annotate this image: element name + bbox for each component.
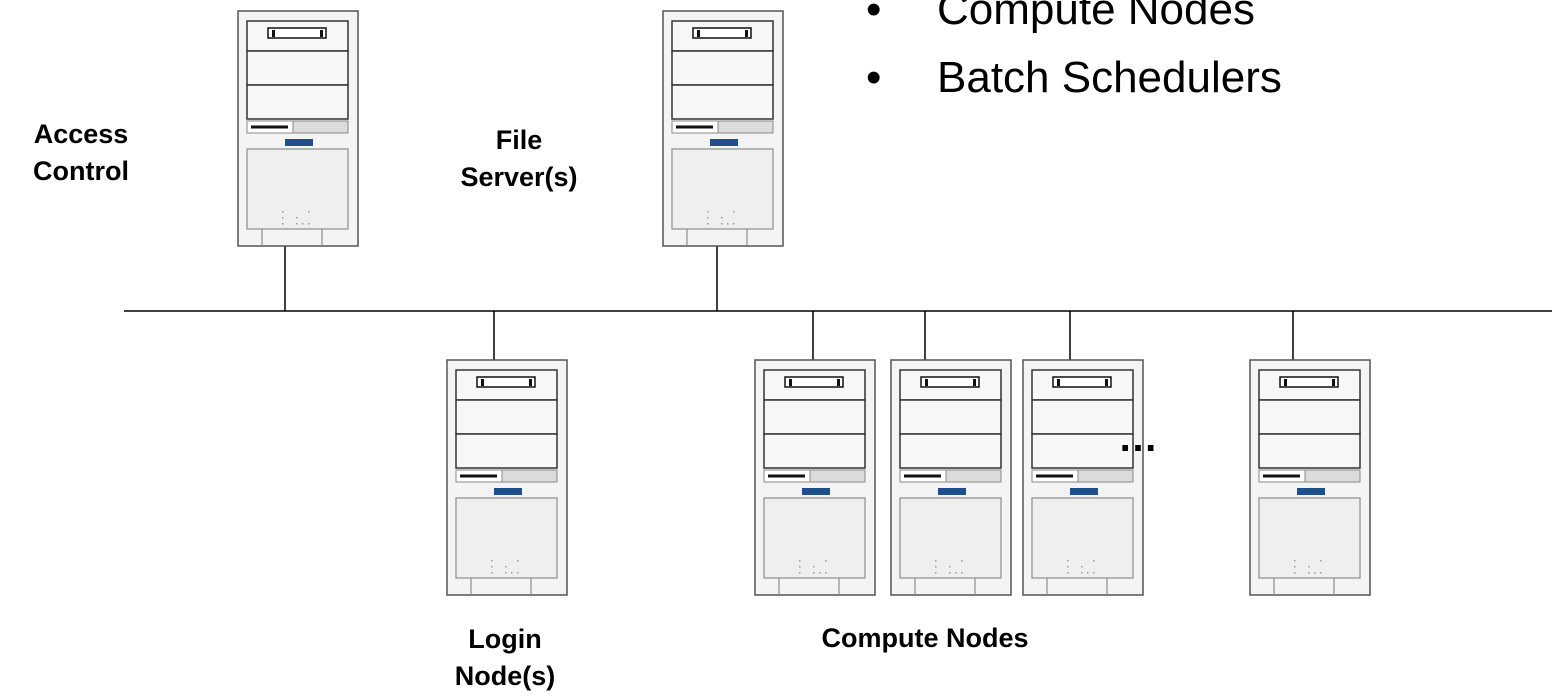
- bullet-item: • Batch Schedulers: [866, 44, 1282, 112]
- bullet-marker: •: [866, 53, 882, 102]
- compute-node-server-icon: [889, 358, 1013, 597]
- bullet-item: • Compute Nodes: [866, 0, 1282, 44]
- login-nodes-label: Login Node(s): [454, 624, 556, 691]
- bullet-marker: •: [866, 0, 882, 34]
- more-nodes-ellipsis: …: [1118, 416, 1158, 460]
- bullet-list: • Compute Nodes • Batch Schedulers: [866, 0, 1282, 112]
- login-node-server-icon: [445, 358, 569, 597]
- bullet-text: Batch Schedulers: [937, 53, 1282, 102]
- compute-node-server-icon: [1021, 358, 1145, 597]
- access-control-server-icon: [236, 9, 360, 248]
- file-server-icon: [661, 9, 785, 248]
- compute-nodes-label: Compute Nodes: [821, 623, 1029, 653]
- access-control-label: Access Control: [33, 119, 129, 186]
- compute-node-server-icon: [753, 358, 877, 597]
- compute-node-server-icon: [1248, 358, 1372, 597]
- bullet-text: Compute Nodes: [937, 0, 1255, 34]
- file-servers-label: File Server(s): [460, 125, 578, 192]
